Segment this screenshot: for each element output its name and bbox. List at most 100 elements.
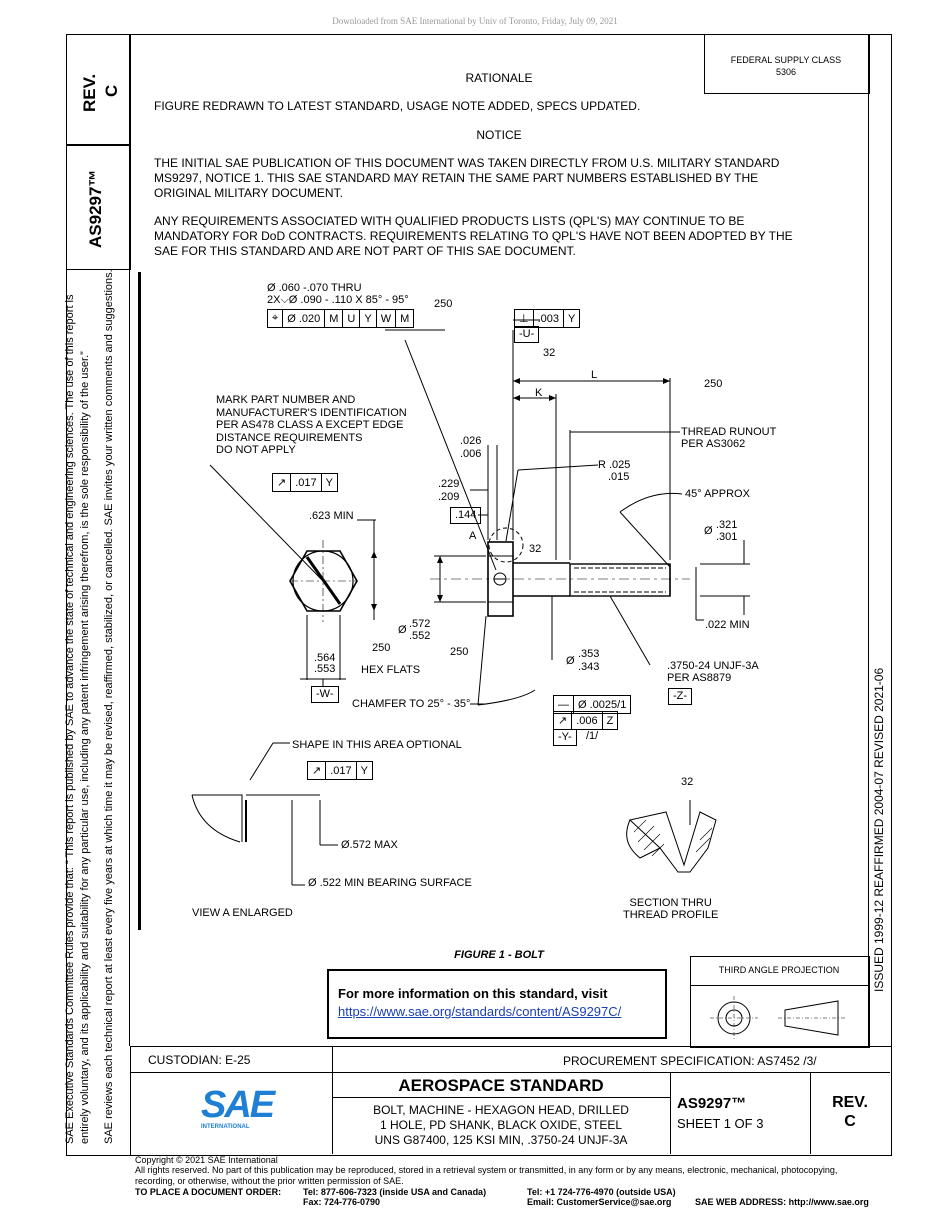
dim-229-lower: .209 xyxy=(438,491,460,503)
dia-572-symbol: Ø xyxy=(398,624,407,636)
position-tolerance-frame: ⌖ Ø .020 M U Y W M xyxy=(267,309,415,328)
perp-datum: Y xyxy=(568,312,576,325)
fcf-modifier: M xyxy=(325,310,344,327)
straightness-frame: — Ø .0025/1 xyxy=(553,695,632,714)
standard-description: BOLT, MACHINE - HEXAGON HEAD, DRILLED 1 … xyxy=(332,1103,670,1148)
dim-026-lower: .006 xyxy=(460,448,482,460)
radius-upper: R .025 xyxy=(598,459,631,471)
view-label-a: A xyxy=(469,530,477,542)
datum-u: -U- xyxy=(514,326,540,343)
info-link[interactable]: https://www.sae.org/standards/content/AS… xyxy=(338,1004,622,1019)
projection-symbol-icon xyxy=(710,996,845,1040)
thread-runout-note: THREAD RUNOUT PER AS3062 xyxy=(681,426,776,450)
dia-353: .353 .343 xyxy=(578,648,599,674)
rationale-title: RATIONALE xyxy=(465,71,533,85)
position-symbol-icon: ⌖ xyxy=(268,310,284,327)
datum-y-note: /1/ xyxy=(586,730,599,742)
dia-353-lower: .343 xyxy=(578,661,600,673)
mark-note-line5: DO NOT APPLY xyxy=(216,444,296,456)
runout-shank-tolerance: .006 xyxy=(572,712,603,729)
runout-head-datum: Y xyxy=(325,476,333,489)
dia-321-lower: .301 xyxy=(716,531,738,543)
dim-k: K xyxy=(535,387,543,399)
radius-note: R .025 .015 xyxy=(598,459,630,483)
right-rule xyxy=(868,34,869,1046)
straightness-tolerance: Ø .0025/1 xyxy=(578,698,627,711)
copyright: Copyright © 2021 SAE International xyxy=(135,1155,278,1165)
projection-header xyxy=(690,956,870,986)
approx-45-note: 45° APPROX xyxy=(685,488,750,500)
runout-icon-3: ↗ xyxy=(308,762,327,779)
fcf-tolerance: Ø .020 xyxy=(283,310,326,327)
procurement-spec: PROCUREMENT SPECIFICATION: AS7452 /3/ xyxy=(563,1054,817,1068)
runout-frame-view-a: ↗ .017 Y xyxy=(307,761,373,780)
order-label: TO PLACE A DOCUMENT ORDER: xyxy=(135,1187,282,1197)
sae-logo: SAE xyxy=(201,1084,275,1126)
web-address[interactable]: SAE WEB ADDRESS: http://www.sae.org xyxy=(695,1197,869,1207)
dia-572-lower: .552 xyxy=(409,630,431,642)
datum-z: -Z- xyxy=(668,688,693,705)
roughness-32-b: 32 xyxy=(529,543,542,555)
info-heading: For more information on this standard, v… xyxy=(338,986,608,1001)
hole-callout-2: 2X⌵Ø .090 - .110 X 85° - 95° xyxy=(267,294,409,306)
perp-tolerance: .003 xyxy=(534,310,565,327)
fcf-modifier-2: M xyxy=(400,312,410,325)
roughness-32-c: 32 xyxy=(681,776,694,788)
rights-line1: All rights reserved. No part of this pub… xyxy=(135,1165,838,1175)
section-label: SECTION THRU THREAD PROFILE xyxy=(623,897,718,921)
roughness-250-c: 250 xyxy=(372,642,391,654)
dia-321-symbol: Ø xyxy=(704,525,713,537)
section-label-line2: THREAD PROFILE xyxy=(623,909,719,921)
hex-flats-label: HEX FLATS xyxy=(361,664,421,676)
rights-line2: recording, or otherwise, without the pri… xyxy=(135,1176,404,1186)
runout-icon: ↗ xyxy=(273,474,292,491)
dia-353-symbol: Ø xyxy=(566,655,575,667)
roughness-250-a: 250 xyxy=(434,298,453,310)
mark-note-line4: DISTANCE REQUIREMENTS xyxy=(216,431,363,444)
description-line2: 1 HOLE, PD SHANK, BLACK OXIDE, STEEL xyxy=(379,1118,623,1132)
dia-321-upper: .321 xyxy=(716,519,738,531)
thread-callout: .3750-24 UNJF-3A PER AS8879 xyxy=(667,660,759,684)
roughness-250-b: 250 xyxy=(704,378,723,390)
notice-p2-line1: ANY REQUIREMENTS ASSOCIATED WITH QUALIFI… xyxy=(154,214,745,228)
runout-frame-head: ↗ .017 Y xyxy=(272,473,338,492)
hole-callout-1: Ø .060 -.070 THRU xyxy=(267,282,362,294)
notice-p1-line3: ORIGINAL MILITARY DOCUMENT. xyxy=(154,186,343,200)
runout-shank-datum: Z xyxy=(606,714,614,727)
fcf-datum-u: U xyxy=(343,310,361,327)
runout-view-a-tolerance: .017 xyxy=(326,762,357,779)
notice-title: NOTICE xyxy=(476,128,522,142)
chamfer-note: CHAMFER TO 25° - 35° xyxy=(352,698,471,710)
info-box xyxy=(327,969,667,1039)
dim-026-upper: .026 xyxy=(460,435,482,447)
dia-321: .321 .301 xyxy=(716,519,737,543)
dia-353-upper: .353 xyxy=(578,648,600,660)
thread-runout-line1: THREAD RUNOUT xyxy=(681,426,777,438)
runout-icon-2: ↗ xyxy=(554,712,573,729)
mark-note-line3: PER AS478 CLASS A EXCEPT EDGE xyxy=(216,419,404,431)
dia-572-upper: .572 xyxy=(409,618,431,630)
runout-head-tolerance: .017 xyxy=(291,474,322,491)
straightness-icon: — xyxy=(554,696,574,713)
supply-class-line2: 5306 xyxy=(775,67,797,77)
dim-022: .022 MIN xyxy=(705,619,750,631)
dim-l: L xyxy=(591,369,598,381)
notice-paragraph-2: ANY REQUIREMENTS ASSOCIATED WITH QUALIFI… xyxy=(154,214,793,259)
notice-p2-line3: SAE FOR THIS STANDARD AND ARE NOT PART O… xyxy=(154,244,576,258)
dim-229-upper: .229 xyxy=(438,478,460,490)
supply-class-line1: FEDERAL SUPPLY CLASS xyxy=(730,55,842,65)
thread-runout-line2: PER AS3062 xyxy=(681,438,746,450)
standard-type: AEROSPACE STANDARD xyxy=(398,1076,604,1095)
bearing-surface: Ø .522 MIN BEARING SURFACE xyxy=(308,877,472,889)
dim-623: .623 MIN xyxy=(309,510,354,522)
projection-label: THIRD ANGLE PROJECTION xyxy=(718,965,840,975)
tel-outside: Tel: +1 724-776-4970 (outside USA) xyxy=(527,1187,676,1197)
left-rule xyxy=(129,34,130,1046)
datum-y: -Y- xyxy=(553,729,577,746)
email[interactable]: Email: CustomerService@sae.org xyxy=(527,1197,672,1207)
sheet-number: SHEET 1 OF 3 xyxy=(677,1116,764,1131)
view-a-label: VIEW A ENLARGED xyxy=(192,907,293,919)
datum-w: -W- xyxy=(311,686,339,703)
fcf-datum-w: W xyxy=(377,310,397,327)
section-label-line1: SECTION THRU xyxy=(629,897,712,909)
